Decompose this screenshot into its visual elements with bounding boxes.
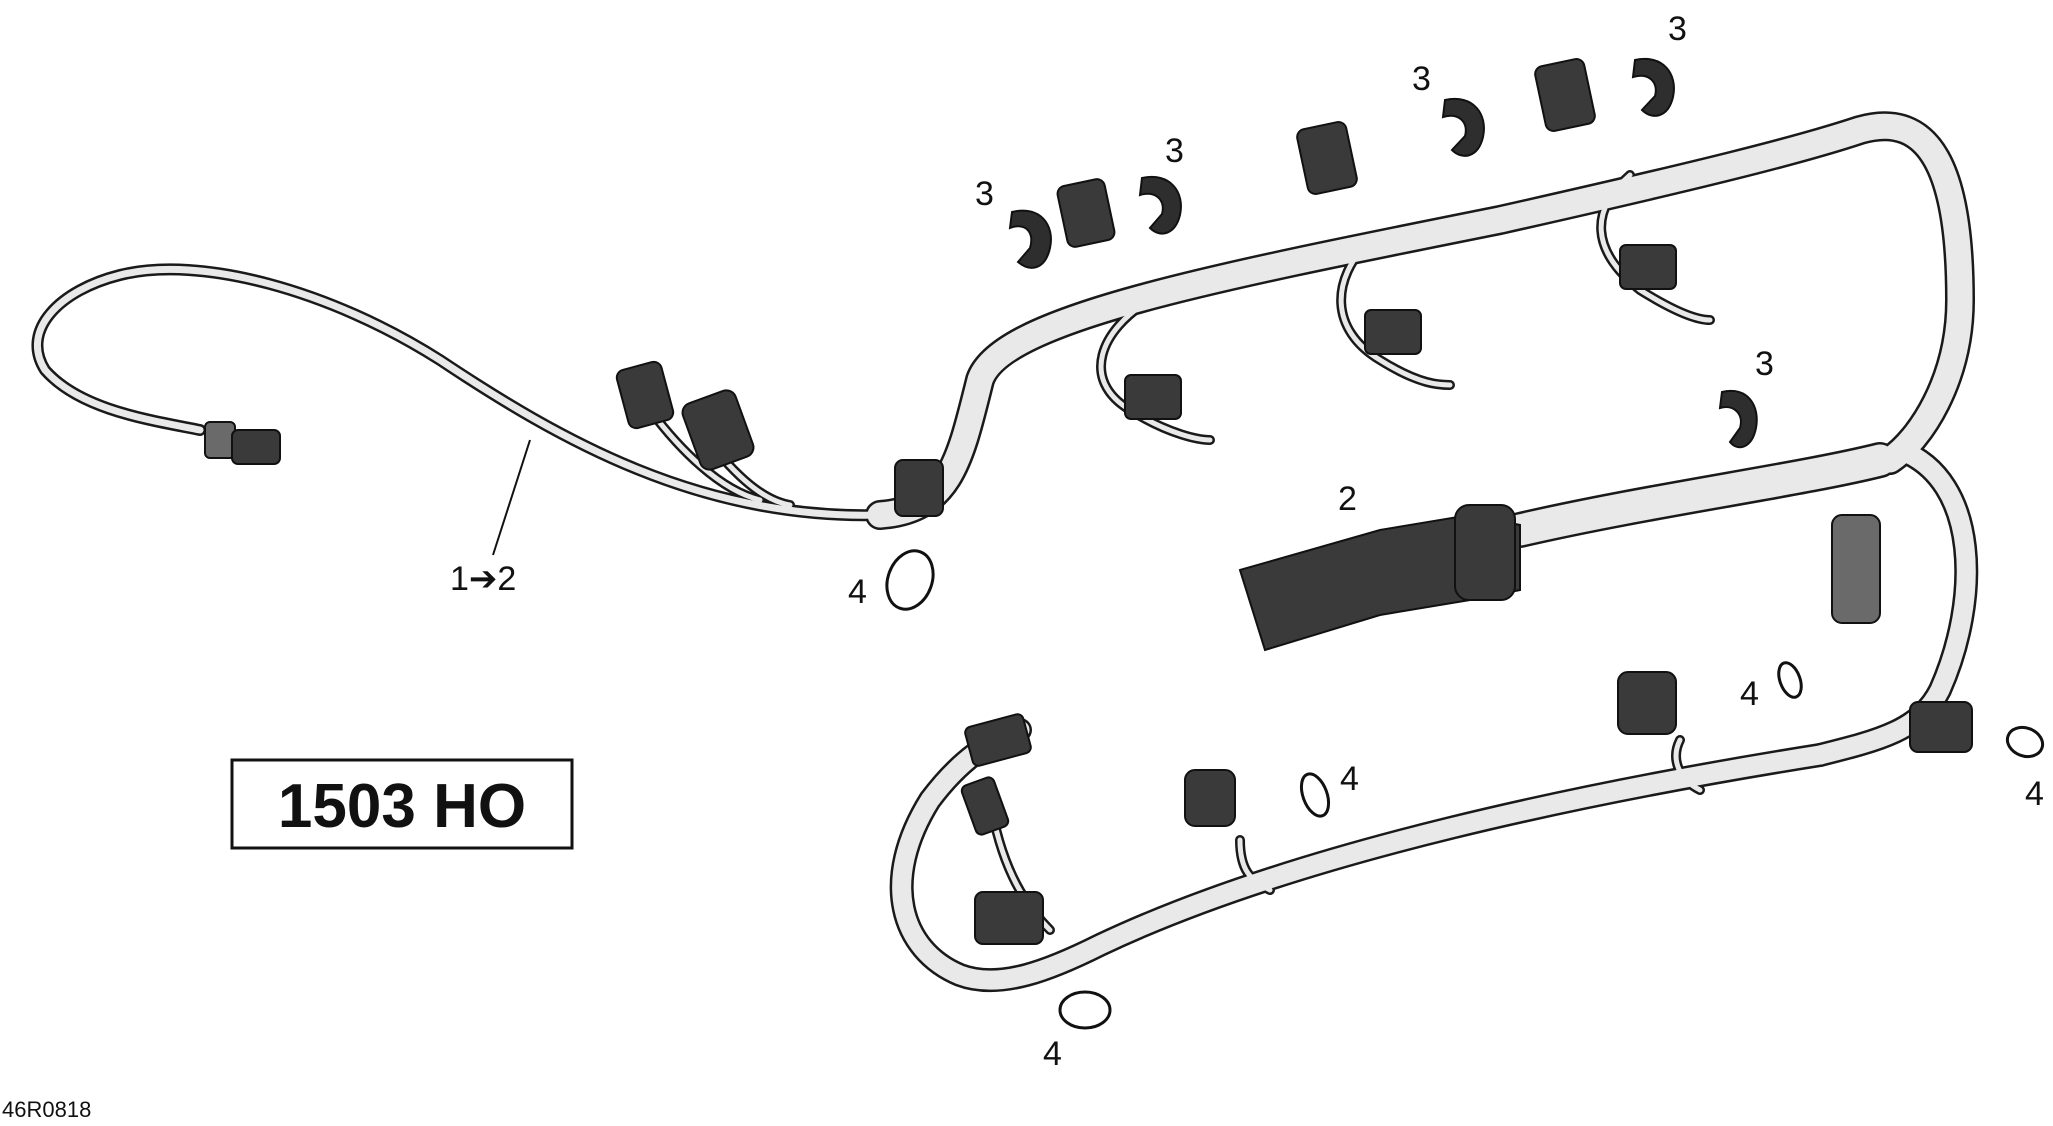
callout-labels: 1➔2 2 3 3 3 3 3 4 4 4 4 4: [450, 10, 2044, 1073]
connector-left-1: [615, 360, 675, 430]
injector-connector-3: [1534, 58, 1596, 132]
connector-lower-4: [964, 713, 1032, 767]
callout-tie-mid: 4: [1340, 760, 1359, 798]
sensor-connector-left: [204, 421, 281, 465]
clips: [1008, 57, 1758, 449]
wiring-harness: [31, 111, 1979, 993]
clip-icon: [1631, 57, 1675, 117]
leader-line: [492, 439, 531, 556]
cable-tie-icon: [1058, 990, 1112, 1030]
main-ecm-connector: [1238, 504, 1521, 652]
callout-tie-right-top: 4: [1740, 675, 1759, 713]
callout-clip-b: 3: [1165, 132, 1184, 170]
connector-left-2: [681, 389, 755, 471]
clip-icon: [1008, 209, 1052, 269]
cable-tie-icon: [1299, 772, 1331, 818]
connectors: [204, 58, 1973, 945]
connector-lower-1: [1617, 671, 1677, 735]
connector-lower-6: [974, 891, 1044, 945]
cable-tie-icon: [885, 549, 935, 611]
cable-tie-icon: [1777, 661, 1803, 699]
callout-harness-left: 1➔2: [450, 560, 516, 598]
injector-connector-1: [1056, 178, 1116, 248]
reference-code: 46R0818: [2, 1097, 91, 1122]
callout-clip-e: 3: [1755, 345, 1774, 383]
injector-boot-1: [1124, 374, 1182, 420]
injector-connector-2: [1296, 121, 1358, 195]
callout-tie-left: 4: [848, 573, 867, 611]
callout-clip-d: 3: [1668, 10, 1687, 48]
clip-icon: [1138, 175, 1182, 235]
model-label: 1503 HO: [278, 772, 526, 841]
connector-lower-5: [960, 776, 1010, 836]
connector-lower-2: [1909, 701, 1973, 753]
model-label-box: 1503 HO: [230, 758, 574, 850]
callout-clip-a: 3: [975, 175, 994, 213]
clip-icon: [1441, 97, 1485, 157]
connector-right-vertical: [1831, 514, 1881, 624]
injector-boot-3: [1619, 244, 1677, 290]
cable-ties: [885, 549, 2045, 1030]
cable-tie-icon: [2005, 725, 2045, 759]
callout-clip-c: 3: [1412, 60, 1431, 98]
connector-left-3: [894, 459, 944, 517]
callout-main-connector: 2: [1338, 480, 1357, 518]
callout-tie-right: 4: [2025, 775, 2044, 813]
clip-icon: [1718, 389, 1758, 449]
injector-boot-2: [1364, 309, 1422, 355]
callout-tie-bottom: 4: [1043, 1035, 1062, 1073]
connector-lower-3: [1184, 769, 1236, 827]
